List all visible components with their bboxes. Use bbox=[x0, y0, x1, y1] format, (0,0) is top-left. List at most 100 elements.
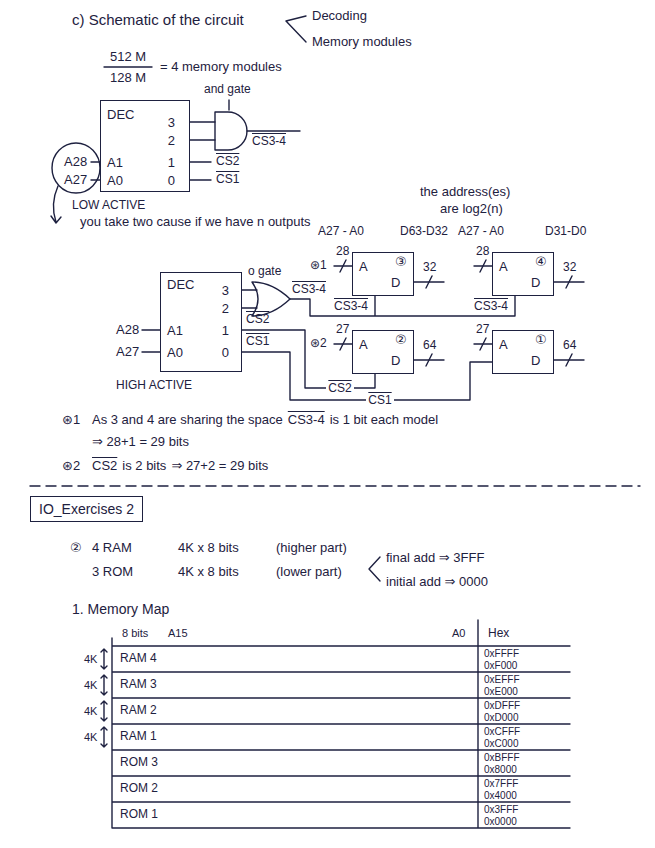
gate-leader bbox=[228, 100, 229, 110]
pin-number: 3 bbox=[168, 115, 175, 131]
bus-width: 27 bbox=[336, 322, 349, 337]
section-heading: c) Schematic of the circuit bbox=[72, 10, 244, 29]
note-text: is 1 bit each model bbox=[330, 412, 438, 428]
address-pin: A28 bbox=[116, 322, 139, 338]
bus-width: 32 bbox=[423, 260, 436, 275]
callout-number: ① bbox=[535, 332, 547, 348]
bus-label: A27 - A0 bbox=[318, 224, 364, 239]
callout-mark: ⊛2 bbox=[62, 458, 80, 474]
hex-address: 0x0000 bbox=[484, 815, 517, 828]
bus-width: 32 bbox=[563, 260, 576, 275]
or-gate bbox=[252, 282, 290, 316]
callout-number: ② bbox=[70, 540, 82, 556]
signal-name: CS1 bbox=[246, 334, 269, 349]
port-label: A bbox=[359, 259, 368, 275]
size-mark: 4K bbox=[84, 652, 97, 666]
table-rule bbox=[112, 620, 570, 828]
note-text: you take two cause if we have n outputs bbox=[80, 214, 311, 230]
hex-address: 0x7FFF bbox=[484, 777, 518, 790]
port-label: D bbox=[391, 275, 400, 291]
heading-branch: Decoding bbox=[312, 8, 367, 24]
port-label: A bbox=[359, 337, 368, 353]
spec-text: (lower part) bbox=[276, 564, 342, 580]
size-arrow bbox=[101, 649, 107, 747]
size-mark: 4K bbox=[84, 678, 97, 692]
port-label: D bbox=[531, 275, 540, 291]
spec-text: 3 ROM bbox=[92, 564, 133, 580]
size-mark: 4K bbox=[84, 730, 97, 744]
exercise-heading: IO_Exercises 2 bbox=[39, 500, 134, 518]
and-gate bbox=[215, 112, 247, 150]
size-mark: 4K bbox=[84, 704, 97, 718]
row-label: RAM 2 bbox=[120, 703, 157, 718]
hex-address: 0x8000 bbox=[484, 763, 517, 776]
spec-text: final add ⇒ 3FFF bbox=[386, 550, 484, 566]
hex-address: 0xD000 bbox=[484, 711, 518, 724]
address-pin: A0 bbox=[167, 345, 183, 361]
decoder-box: DEC3210A1A0 bbox=[160, 272, 242, 372]
spec-text: initial add ⇒ 0000 bbox=[386, 574, 488, 590]
hex-address: 0xDFFF bbox=[484, 699, 520, 712]
spec-text: (higher part) bbox=[276, 540, 347, 556]
note-text: ⇒ 27+2 = 29 bits bbox=[171, 458, 268, 474]
signal-name: CS1 bbox=[216, 172, 239, 187]
hex-address: 0xEFFF bbox=[484, 673, 520, 686]
spec-text: 4K x 8 bits bbox=[178, 540, 239, 556]
address-pin: A27 bbox=[64, 172, 87, 188]
hex-address: 0xE000 bbox=[484, 685, 518, 698]
section-heading: 1. Memory Map bbox=[72, 600, 169, 618]
callout-number: ④ bbox=[535, 254, 547, 270]
signal-name: CS2 bbox=[216, 154, 239, 169]
spec-text: 4K x 8 bits bbox=[178, 564, 239, 580]
gate-label: o gate bbox=[248, 264, 281, 279]
bus-width: 64 bbox=[423, 338, 436, 353]
signal-name: CS2 bbox=[326, 381, 353, 395]
bus-label: D31-D0 bbox=[545, 224, 586, 239]
brace bbox=[369, 557, 380, 581]
bus-width: 27 bbox=[476, 322, 489, 337]
port-label: A bbox=[499, 259, 508, 275]
output-wire bbox=[190, 122, 300, 180]
note-text: the address(es) bbox=[420, 184, 510, 200]
heading-branch: Memory modules bbox=[312, 34, 412, 50]
bus-label: A27 - A0 bbox=[458, 224, 504, 239]
address-pin: A28 bbox=[64, 154, 87, 170]
fraction-term: 128 M bbox=[110, 70, 146, 86]
ink-lines bbox=[30, 16, 640, 828]
address-pin: A1 bbox=[167, 323, 183, 339]
signal-name: CS2 bbox=[92, 458, 117, 474]
port-label: D bbox=[531, 353, 540, 369]
signal-name: CS3-4 bbox=[252, 134, 286, 149]
row-label: ROM 1 bbox=[120, 807, 158, 822]
fraction-bar bbox=[104, 66, 152, 67]
pin-number: 2 bbox=[168, 133, 175, 149]
section-divider bbox=[30, 485, 640, 486]
signal-name: CS3-4 bbox=[288, 412, 325, 428]
bus-width: 28 bbox=[476, 244, 489, 259]
decoder-label: DEC bbox=[167, 277, 194, 293]
table-header: 8 bits bbox=[122, 626, 148, 640]
active-level: LOW ACTIVE bbox=[72, 198, 145, 213]
chip-select-wire bbox=[290, 296, 515, 316]
signal-name: CS3-4 bbox=[474, 299, 508, 314]
row-label: ROM 3 bbox=[120, 755, 158, 770]
input-wire bbox=[142, 330, 160, 352]
bus-width: 28 bbox=[336, 244, 349, 259]
port-label: D bbox=[391, 353, 400, 369]
signal-name: CS3-4 bbox=[334, 299, 368, 314]
gate-label: and gate bbox=[204, 82, 251, 97]
table-header: Hex bbox=[488, 626, 509, 641]
decoder-box: DEC3210A1A0 bbox=[100, 100, 190, 192]
row-label: RAM 1 bbox=[120, 729, 157, 744]
hex-address: 0x3FFF bbox=[484, 803, 518, 816]
active-level: HIGH ACTIVE bbox=[116, 378, 192, 393]
table-header: A15 bbox=[168, 626, 188, 640]
address-pin: A1 bbox=[107, 155, 123, 171]
heading-bracket bbox=[286, 16, 306, 42]
row-label: RAM 3 bbox=[120, 677, 157, 692]
port-label: A bbox=[499, 337, 508, 353]
decoder-label: DEC bbox=[107, 107, 134, 123]
callout-mark: ⊛1 bbox=[62, 412, 80, 428]
hex-address: 0xFFFF bbox=[484, 647, 519, 660]
